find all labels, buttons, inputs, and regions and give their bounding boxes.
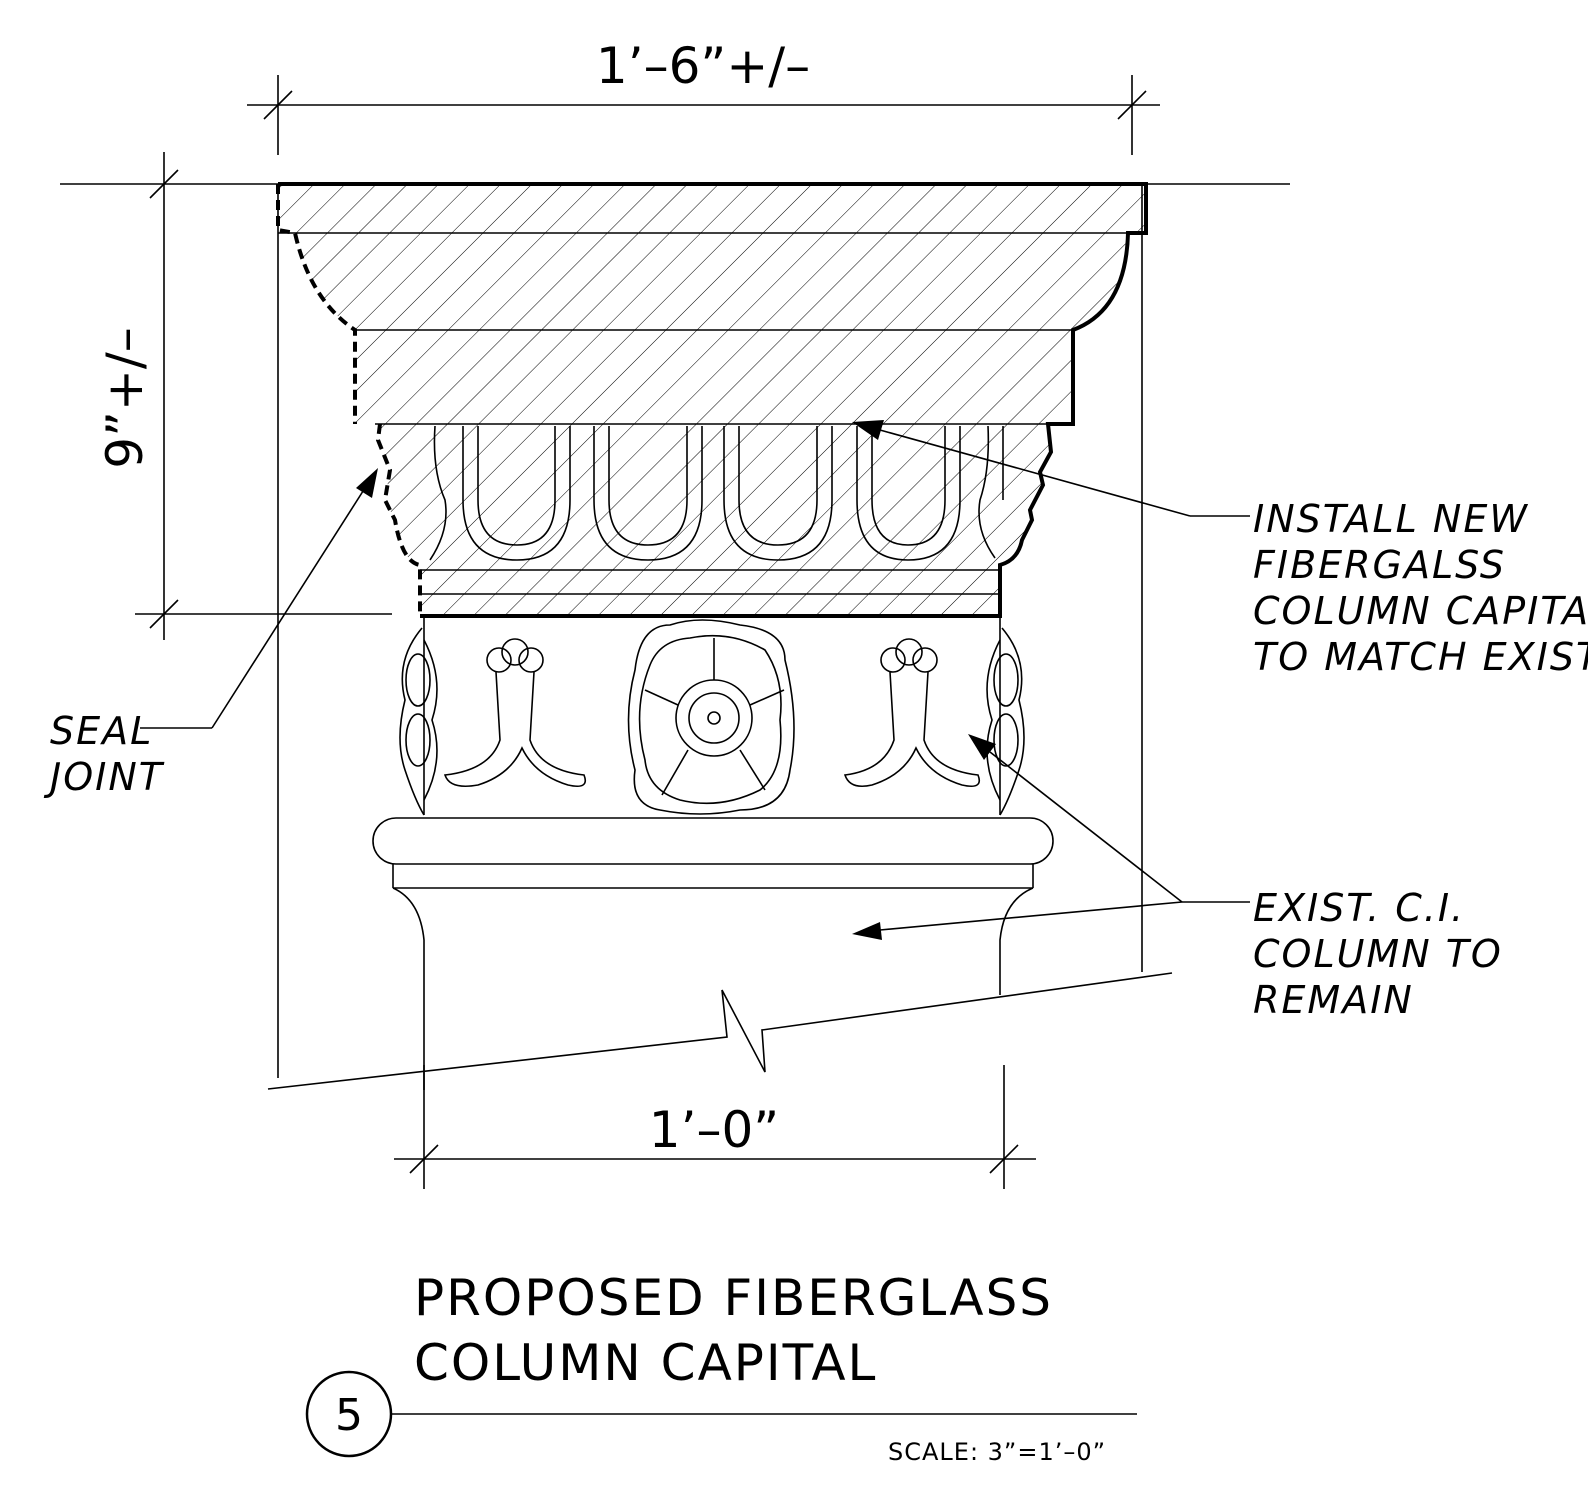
seal-joint-note-line-2: JOINT (43, 755, 165, 799)
detail-number: 5 (335, 1390, 363, 1441)
install-new-note-line-2: FIBERGALSS (1253, 543, 1506, 587)
existing-column-note-line-2: COLUMN TO (1253, 932, 1503, 976)
top-width-label: 1’–6”+/– (596, 37, 810, 95)
existing-column-note-line-3: REMAIN (1253, 978, 1414, 1022)
install-new-note-line-1: INSTALL NEW (1253, 497, 1529, 541)
height-dimension: 9”+/– (60, 152, 1290, 640)
install-new-note-line-3: COLUMN CAPITAL (1253, 589, 1588, 633)
title-line-2: COLUMN CAPITAL (414, 1334, 877, 1392)
top-width-dimension: 1’–6”+/– (247, 37, 1160, 155)
install-new-note: INSTALL NEW FIBERGALSS COLUMN CAPITAL TO… (1253, 497, 1588, 679)
existing-column-note-line-1: EXIST. C.I. (1253, 886, 1465, 930)
existing-column-leader (852, 734, 1250, 940)
install-new-note-line-4: TO MATCH EXIST (1253, 635, 1588, 679)
height-label: 9”+/– (96, 327, 154, 468)
drawing-title-block: PROPOSED FIBERGLASS COLUMN CAPITAL 5 SCA… (305, 1269, 1137, 1466)
existing-ornament-band (399, 616, 1025, 816)
new-fiberglass-capital (276, 182, 1148, 618)
existing-astragal-and-shaft (267, 817, 1173, 1090)
install-new-leader (852, 420, 1250, 517)
column-outline (277, 184, 1143, 1078)
seal-joint-leader (140, 468, 378, 729)
scale-label: SCALE: 3”=1’–0” (888, 1438, 1106, 1466)
bottom-width-dimension: 1’–0” (394, 1065, 1036, 1189)
seal-joint-note: SEAL JOINT (43, 709, 165, 799)
existing-column-note: EXIST. C.I. COLUMN TO REMAIN (1253, 886, 1503, 1022)
bottom-width-label: 1’–0” (649, 1101, 779, 1159)
seal-joint-note-line-1: SEAL (50, 709, 153, 753)
title-line-1: PROPOSED FIBERGLASS (414, 1269, 1053, 1327)
